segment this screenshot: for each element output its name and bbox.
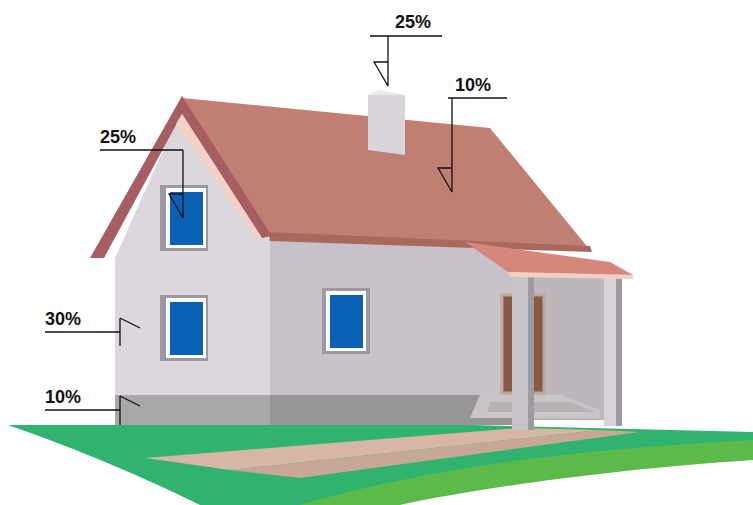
percent-label: 10%: [455, 75, 491, 95]
percent-label: 25%: [395, 12, 431, 32]
percent-label: 25%: [100, 127, 136, 147]
percent-label: 10%: [45, 387, 81, 407]
percent-label: 30%: [45, 309, 81, 329]
